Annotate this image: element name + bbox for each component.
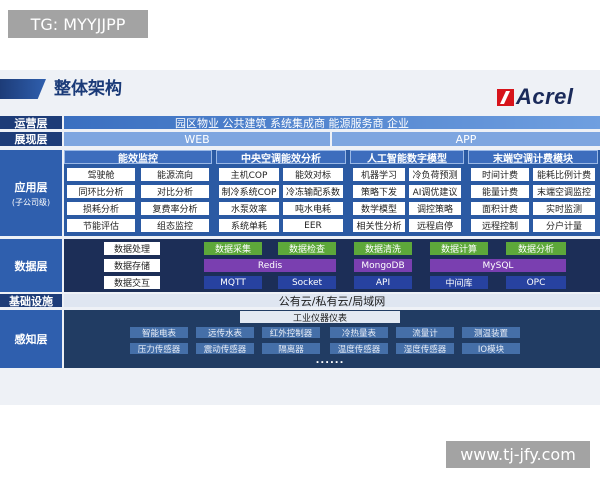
ai-digital-model-item: AI调优建议 — [409, 185, 461, 198]
hvac-efficiency-item: 冷冻输配系数 — [283, 185, 343, 198]
layer-label-text: 应用层 — [14, 180, 48, 194]
architecture-diagram: 整体架构 Acrel 运营层 园区物业 公共建筑 系统集成商 能源服务商 企业 … — [0, 70, 600, 405]
interface-opc: OPC — [506, 276, 566, 289]
data-process-collect: 数据采集 — [204, 242, 262, 255]
operation-layer-bar: 园区物业 公共建筑 系统集成商 能源服务商 企业 — [64, 116, 600, 129]
hvac-efficiency-item: 能效对标 — [283, 168, 343, 181]
energy-monitoring-item: 同环比分析 — [67, 185, 135, 198]
interface-middle-db: 中间库 — [430, 276, 488, 289]
ai-digital-model-item: 机器学习 — [353, 168, 405, 181]
layer-label-data: 数据层 — [0, 239, 62, 292]
layer-label-perception: 感知层 — [0, 310, 62, 368]
energy-monitoring-item: 组态监控 — [141, 219, 209, 232]
perception-header: 工业仪器仪表 — [240, 311, 400, 323]
interface-socket: Socket — [278, 276, 336, 289]
terminal-ac-billing-item: 时间计费 — [471, 168, 529, 181]
watermark-bottom: www.tj-jfy.com — [446, 441, 590, 468]
ai-digital-model-item: 策略下发 — [353, 185, 405, 198]
ai-digital-model-header: 人工智能数字模型 — [350, 150, 464, 164]
layer-label-application: 应用层 (子公司级) — [0, 150, 62, 236]
terminal-ac-billing-item: 实时监测 — [533, 202, 595, 215]
presentation-app: APP — [332, 132, 600, 146]
ai-digital-model-item: 冷负荷预测 — [409, 168, 461, 181]
ai-digital-model-item: 相关性分析 — [353, 219, 405, 232]
energy-monitoring-item: 复费率分析 — [141, 202, 209, 215]
device-item: 测温装置 — [462, 327, 520, 338]
storage-redis: Redis — [204, 259, 336, 272]
data-function-storage: 数据存储 — [104, 259, 160, 272]
ai-digital-model-item: 远程启停 — [409, 219, 461, 232]
device-item: 智能电表 — [130, 327, 188, 338]
layer-sublabel-text: (子公司级) — [11, 197, 51, 207]
device-item: 压力传感器 — [130, 343, 188, 354]
hvac-efficiency-item: 系统单耗 — [219, 219, 279, 232]
watermark-top: TG: MYYJJPP — [8, 10, 148, 38]
device-item: 流量计 — [396, 327, 454, 338]
device-item: 冷热量表 — [330, 327, 388, 338]
data-function-exchange: 数据交互 — [104, 276, 160, 289]
terminal-ac-billing-item: 远程控制 — [471, 219, 529, 232]
data-process-compute: 数据计算 — [430, 242, 488, 255]
energy-monitoring-item: 能源流向 — [141, 168, 209, 181]
storage-mysql: MySQL — [430, 259, 566, 272]
hvac-efficiency-item: 吨水电耗 — [283, 202, 343, 215]
more-devices-ellipsis: ...... — [315, 355, 345, 366]
hvac-efficiency-item: 主机COP — [219, 168, 279, 181]
data-process-analyze: 数据分析 — [506, 242, 566, 255]
device-item: 震动传感器 — [196, 343, 254, 354]
interface-api: API — [354, 276, 412, 289]
layer-label-presentation: 展现层 — [0, 132, 62, 146]
ai-digital-model-item: 调控策略 — [409, 202, 461, 215]
diagram-title: 整体架构 — [54, 79, 122, 99]
terminal-ac-billing-item: 分户计量 — [533, 219, 595, 232]
terminal-ac-billing-item: 能耗比例计费 — [533, 168, 595, 181]
acrel-logo: Acrel — [497, 84, 574, 109]
layer-label-infrastructure: 基础设施 — [0, 294, 62, 307]
device-item: IO模块 — [462, 343, 520, 354]
device-item: 远传水表 — [196, 327, 254, 338]
energy-monitoring-item: 节能评估 — [67, 219, 135, 232]
hvac-efficiency-item: EER — [283, 219, 343, 232]
terminal-ac-billing-header: 末端空调计费模块 — [468, 150, 598, 164]
storage-mongodb: MongoDB — [354, 259, 412, 272]
energy-monitoring-item: 驾驶舱 — [67, 168, 135, 181]
ai-digital-model-item: 数学模型 — [353, 202, 405, 215]
interface-mqtt: MQTT — [204, 276, 262, 289]
terminal-ac-billing-item: 末端空调监控 — [533, 185, 595, 198]
hvac-efficiency-header: 中央空调能效分析 — [216, 150, 346, 164]
data-process-clean: 数据清洗 — [354, 242, 412, 255]
energy-monitoring-item: 损耗分析 — [67, 202, 135, 215]
layer-label-operation: 运营层 — [0, 116, 62, 129]
acrel-logo-text: Acrel — [516, 84, 574, 109]
device-item: 红外控制器 — [262, 327, 320, 338]
presentation-web: WEB — [64, 132, 330, 146]
hvac-efficiency-item: 制冷系统COP — [219, 185, 279, 198]
infrastructure-bar: 公有云/私有云/局域网 — [64, 294, 600, 307]
data-function-processing: 数据处理 — [104, 242, 160, 255]
data-process-check: 数据检查 — [278, 242, 336, 255]
energy-monitoring-item: 对比分析 — [141, 185, 209, 198]
device-item: 湿度传感器 — [396, 343, 454, 354]
title-accent-bar — [0, 79, 46, 99]
terminal-ac-billing-item: 能量计费 — [471, 185, 529, 198]
acrel-logo-icon — [497, 88, 514, 106]
hvac-efficiency-item: 水泵效率 — [219, 202, 279, 215]
terminal-ac-billing-item: 面积计费 — [471, 202, 529, 215]
device-item: 隔离器 — [262, 343, 320, 354]
energy-monitoring-header: 能效监控 — [64, 150, 212, 164]
device-item: 温度传感器 — [330, 343, 388, 354]
